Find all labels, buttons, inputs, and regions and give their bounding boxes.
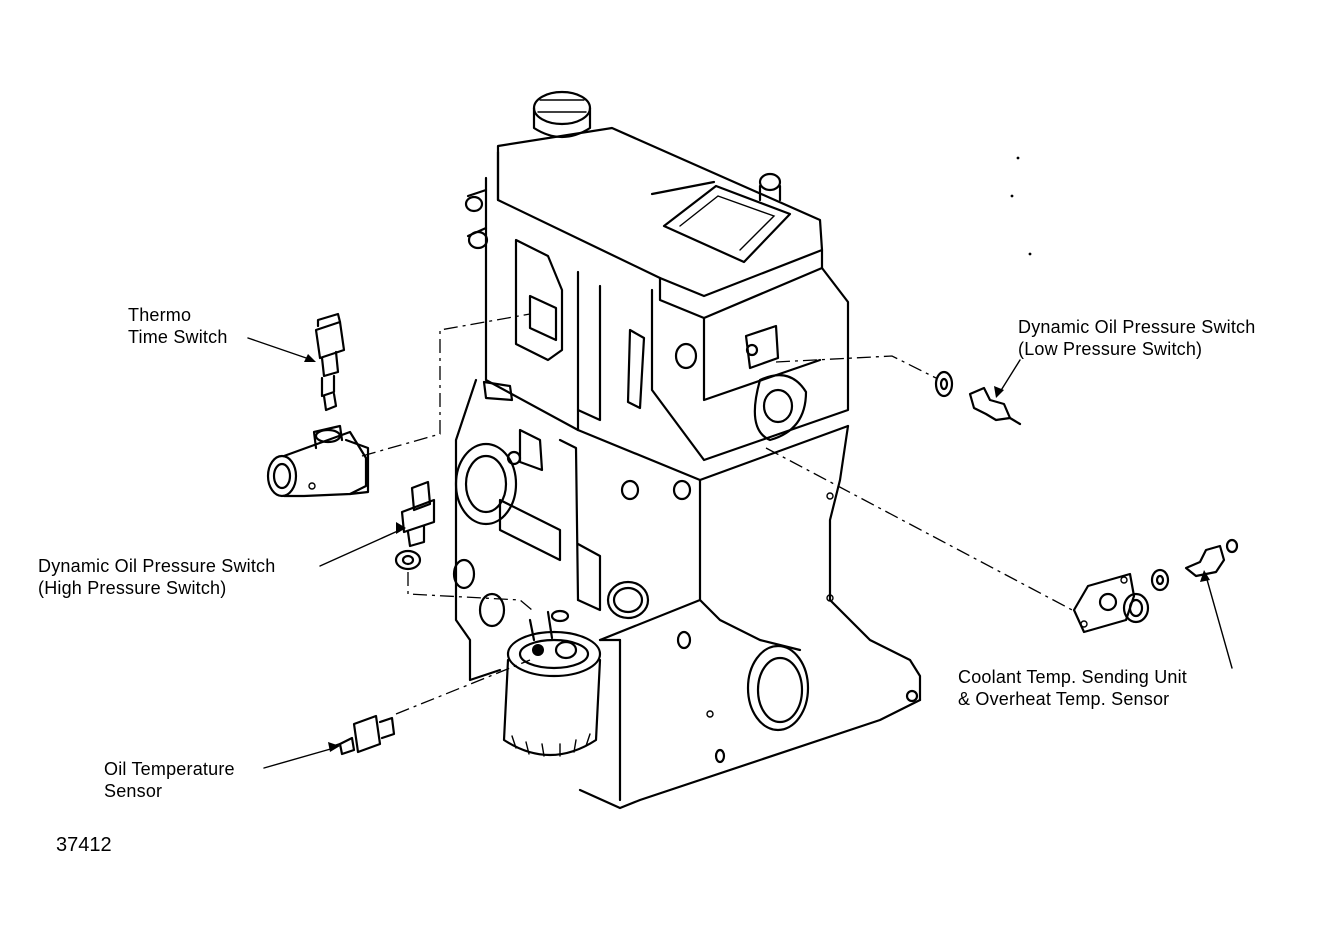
oil-temperature-sensor-label: Oil Temperature Sensor: [104, 759, 235, 801]
oil-pressure-switch-icon: [394, 480, 436, 571]
coolant-flange-icon: [266, 424, 370, 498]
dynamic-oil-pressure-switch-high-label: Dynamic Oil Pressure Switch (High Pressu…: [38, 556, 276, 598]
thermo-time-switch-label: Thermo Time Switch: [128, 305, 228, 347]
dynamic-oil-pressure-switch-low-label: Dynamic Oil Pressure Switch (Low Pressur…: [1018, 317, 1256, 359]
figure-number: 37412: [56, 834, 112, 856]
coolant-temp-sending-unit-label: Coolant Temp. Sending Unit & Overheat Te…: [958, 667, 1188, 709]
oil-temperature-sensor-icon: [332, 714, 396, 756]
thermo-time-switch-icon: [314, 312, 346, 412]
coolant-temp-sensor-icon: [1072, 538, 1239, 634]
engine-block-drawing: [452, 90, 1032, 810]
oil-pressure-switch-icon-low: [934, 370, 1022, 426]
leader-lines: [247, 313, 1233, 769]
